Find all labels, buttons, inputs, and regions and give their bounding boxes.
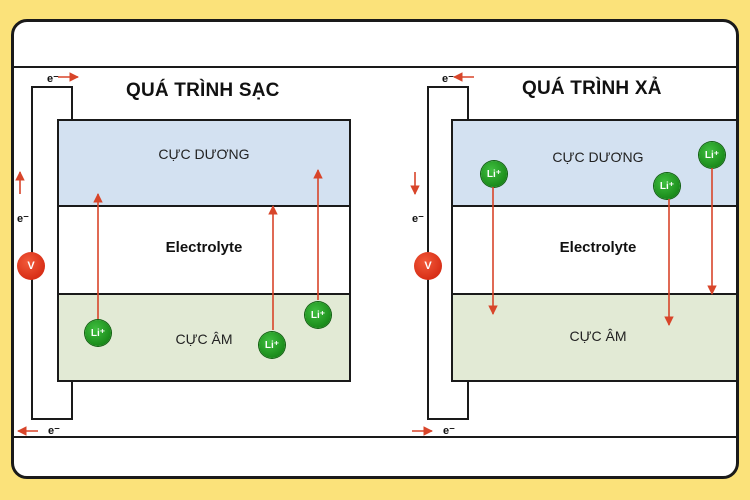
voltmeter-icon: V	[17, 252, 45, 280]
electrolyte-label: Electrolyte	[559, 238, 637, 256]
positive-electrode-label: CỰC DƯƠNG	[158, 146, 250, 162]
negative-electrode: CỰC ÂM	[451, 293, 736, 382]
negative-electrode-label: CỰC ÂM	[175, 330, 233, 347]
bottom-divider	[14, 436, 736, 438]
electron-label-top: e⁻	[47, 73, 59, 85]
positive-electrode-label: CỰC DƯƠNG	[552, 149, 644, 165]
voltmeter-icon: V	[414, 252, 442, 280]
lithium-ion: Li⁺	[305, 302, 331, 328]
top-divider	[14, 66, 736, 68]
diagram-card: QUÁ TRÌNH SẠC CỰC DƯƠNG Electrolyte CỰC …	[11, 19, 739, 479]
discharging-title: QUÁ TRÌNH XẢ	[522, 78, 662, 99]
electrolyte-layer: Electrolyte	[451, 205, 736, 295]
electron-label-bottom: e⁻	[48, 425, 60, 437]
charging-title: QUÁ TRÌNH SẠC	[126, 80, 280, 101]
lithium-ion: Li⁺	[259, 332, 285, 358]
electron-label-side: e⁻	[17, 213, 29, 225]
lithium-ion: Li⁺	[654, 173, 680, 199]
lithium-ion: Li⁺	[699, 142, 725, 168]
electron-label-top: e⁻	[442, 73, 454, 85]
electron-label-side: e⁻	[412, 213, 424, 225]
flow-arrows	[15, 72, 717, 436]
negative-electrode-label: CỰC ÂM	[569, 327, 627, 344]
electron-label-bottom: e⁻	[443, 425, 455, 437]
lithium-ion: Li⁺	[85, 320, 111, 346]
electrolyte-label: Electrolyte	[165, 238, 243, 256]
positive-electrode: CỰC DƯƠNG	[57, 119, 351, 207]
lithium-ion: Li⁺	[481, 161, 507, 187]
